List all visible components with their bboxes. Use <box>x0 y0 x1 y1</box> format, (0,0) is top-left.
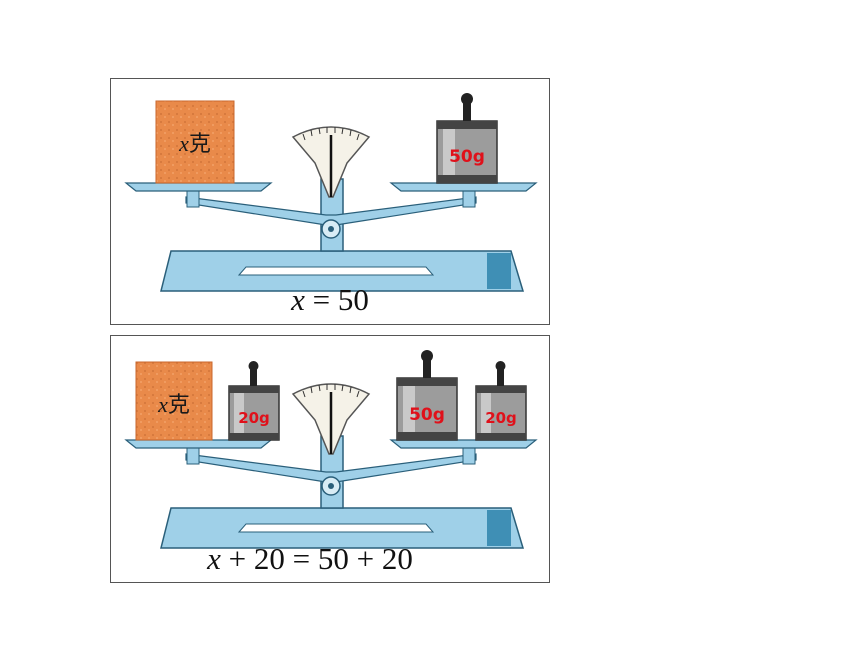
unknown-block <box>155 100 235 184</box>
right-pan-support <box>462 188 476 208</box>
right-pan-support <box>462 445 476 465</box>
equation-1: x = 50 <box>291 282 369 317</box>
weight-right-1-label: 50g <box>449 147 485 167</box>
unknown-block-label: x克 <box>178 131 211 156</box>
unknown-block <box>135 361 213 441</box>
left-pan <box>124 439 273 449</box>
balance-panel-2: x克 20g 50g 20g <box>110 335 550 583</box>
balance-panel-1: x克 50g x = 50 <box>110 78 550 325</box>
scale-base-shade <box>487 510 511 546</box>
weight-right-1-label: 50g <box>409 405 445 425</box>
weight-right-2: 20g <box>475 361 527 441</box>
scale-base-foot <box>237 523 435 533</box>
weight-left-1: 20g <box>228 361 280 441</box>
right-pan <box>389 182 538 192</box>
weight-left-1-label: 20g <box>238 409 270 427</box>
scale-base-foot <box>237 266 435 276</box>
unknown-block-label: x克 <box>157 392 190 417</box>
equation-2: x + 20 = 50 + 20 <box>207 541 413 576</box>
balance-scale-1: x克 50g <box>124 93 538 292</box>
weight-right-2-label: 20g <box>485 409 517 427</box>
scale-base-shade <box>487 253 511 289</box>
left-pan <box>124 182 273 192</box>
left-pan-support <box>186 188 200 208</box>
weight-right-1: 50g <box>396 350 458 441</box>
left-pan-support <box>186 445 200 465</box>
right-pan <box>389 439 538 449</box>
balance-scale-2: x克 20g 50g 20g <box>124 350 538 549</box>
weight-right-1: 50g <box>436 93 498 184</box>
